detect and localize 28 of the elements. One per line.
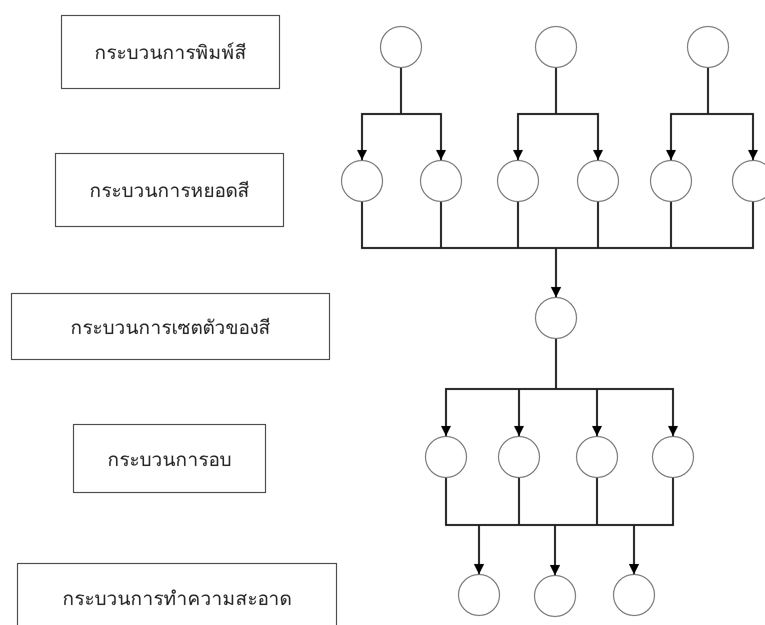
circle-node xyxy=(732,160,765,202)
circle-node xyxy=(380,26,422,68)
circle-node xyxy=(613,574,655,616)
circle-node xyxy=(687,26,729,68)
arrow xyxy=(555,68,603,160)
circle-node xyxy=(650,160,692,202)
circle-node xyxy=(341,160,383,202)
circle-node xyxy=(425,436,467,478)
circle-node xyxy=(420,160,462,202)
arrow xyxy=(629,478,674,574)
circle-node xyxy=(534,575,576,617)
circle-node xyxy=(576,436,618,478)
arrow xyxy=(555,339,678,436)
process-box: กระบวนการอบ xyxy=(73,424,266,493)
arrow xyxy=(707,68,758,160)
process-box: กระบวนการหยอดสี xyxy=(55,153,284,227)
circle-node xyxy=(577,160,619,202)
circle-node xyxy=(535,26,577,68)
circle-node xyxy=(458,574,500,616)
circle-node xyxy=(535,297,577,339)
circle-node xyxy=(497,160,539,202)
process-box: กระบวนการพิมพ์สี xyxy=(61,15,280,89)
process-box: กระบวนการเซตตัวของสี xyxy=(11,293,330,360)
arrow xyxy=(400,68,446,160)
process-box: กระบวนการทำความสะอาด xyxy=(17,563,337,625)
circle-node xyxy=(498,436,540,478)
circle-node xyxy=(652,436,694,478)
arrow xyxy=(551,202,754,297)
